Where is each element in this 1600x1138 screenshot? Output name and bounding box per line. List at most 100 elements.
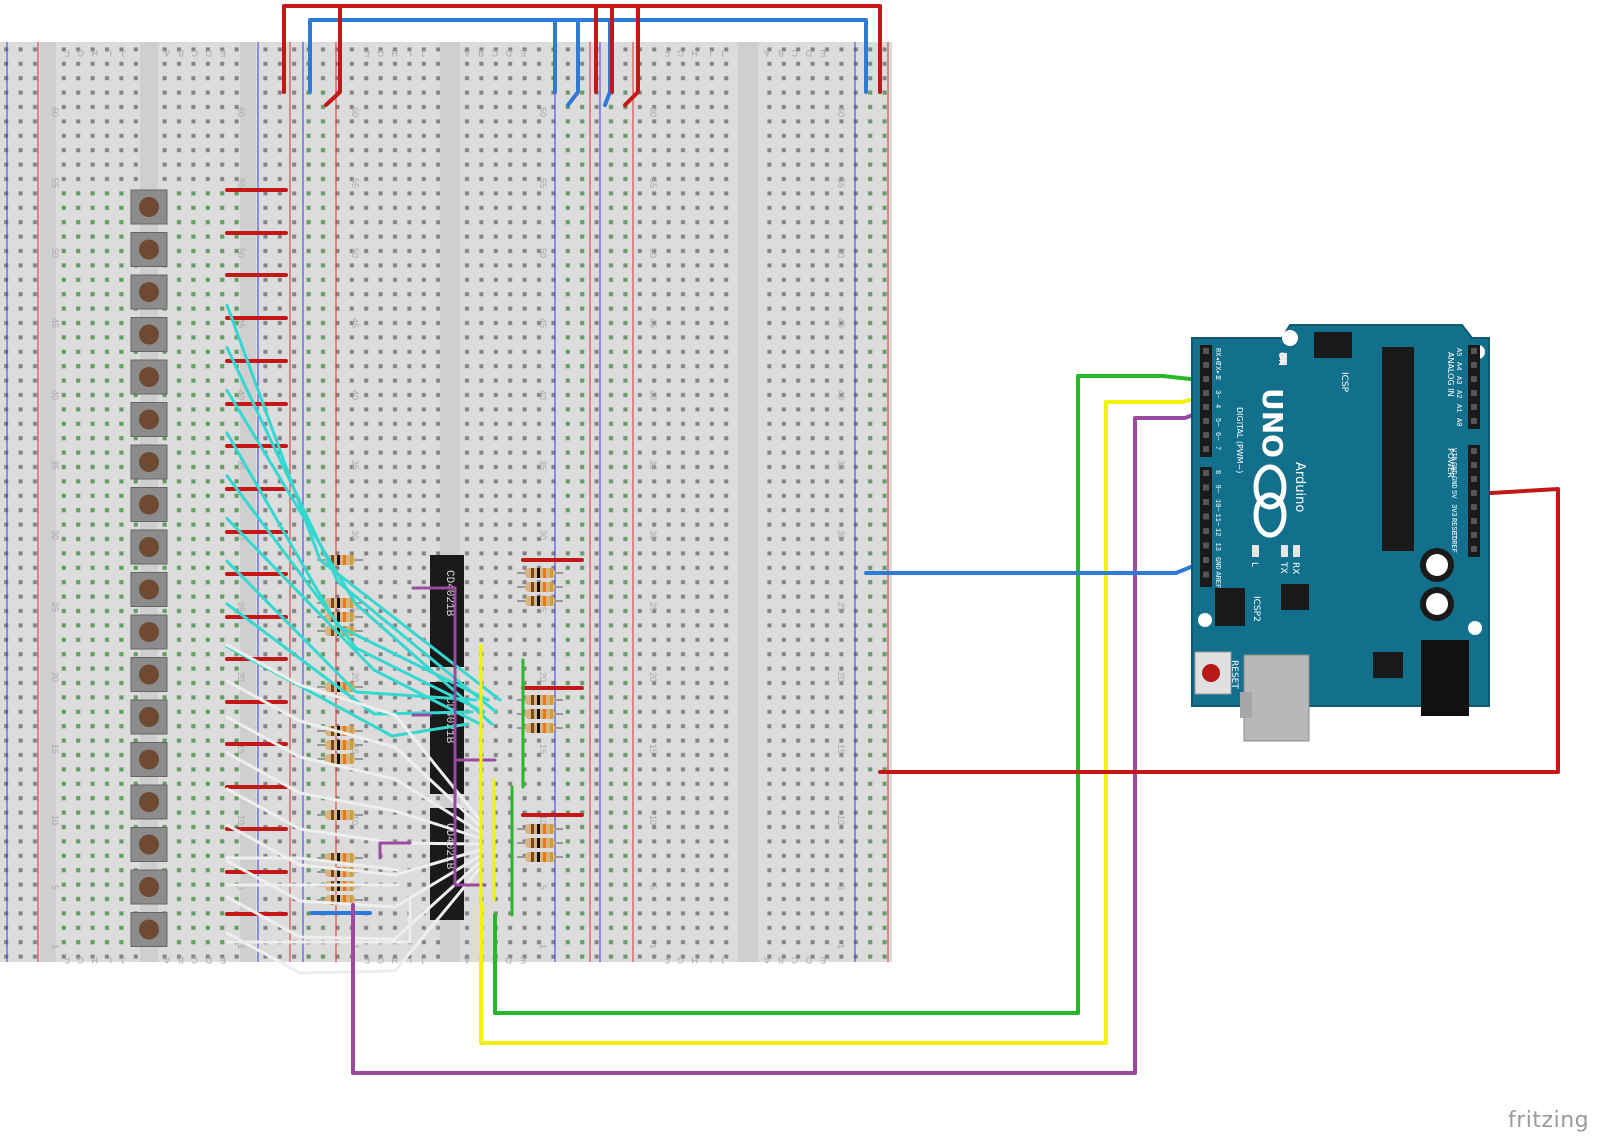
wire — [351, 407, 1210, 1075]
wire — [493, 374, 1210, 1015]
pin-label: 10~ — [1213, 499, 1221, 512]
row-number-label: 25 — [648, 602, 658, 612]
column-letter-label: D — [505, 955, 512, 965]
microcontroller — [1382, 347, 1414, 551]
column-letter-label: G — [77, 955, 84, 965]
column-letter-label: G — [377, 955, 384, 965]
row-number-label: 30 — [648, 530, 658, 540]
pushbutton — [130, 232, 168, 267]
column-letter-label: D — [505, 48, 512, 58]
row-number-label: 50 — [538, 248, 548, 258]
column-letter-label: B — [778, 955, 784, 965]
wire — [225, 517, 482, 726]
column-letter-label: F — [364, 955, 370, 965]
wire — [378, 841, 412, 860]
chip-1-label: CD4021B — [443, 570, 455, 617]
pushbutton — [130, 487, 168, 522]
breadboard-right — [595, 42, 892, 962]
pin-label: TX▸1 — [1213, 362, 1221, 379]
column-letter-label: H — [92, 48, 99, 58]
wire — [324, 4, 342, 107]
wire — [225, 643, 482, 822]
resistor — [517, 838, 563, 848]
column-letter-label: B — [178, 955, 184, 965]
column-letter-label: H — [392, 955, 399, 965]
row-number-label: 35 — [50, 460, 60, 470]
pin-label: A3 — [1454, 376, 1462, 384]
wire — [225, 679, 482, 828]
row-number-label: 15 — [50, 744, 60, 754]
pushbutton — [130, 402, 168, 437]
row-number-label: 55 — [648, 178, 658, 188]
row-number-label: 55 — [836, 178, 846, 188]
reset-label: RESET — [1229, 660, 1239, 689]
power-header — [1468, 445, 1480, 557]
column-letter-label: B — [178, 48, 184, 58]
row-number-label: 15 — [836, 744, 846, 754]
wire — [225, 856, 400, 872]
column-letter-label: J — [122, 955, 127, 965]
wire — [225, 898, 412, 944]
row-number-label: 40 — [350, 390, 360, 400]
chip-2-label: CD4021B — [443, 697, 455, 744]
column-letter-label: E — [220, 48, 226, 58]
column-letter-label: D — [205, 48, 212, 58]
wire — [225, 854, 482, 909]
column-letter-label: B — [478, 48, 484, 58]
pin-label: GND — [1449, 476, 1457, 489]
resistor — [517, 596, 563, 606]
column-letter-label: J — [422, 48, 427, 58]
column-letter-label: I — [709, 955, 712, 965]
row-number-label: 20 — [350, 672, 360, 682]
column-letter-label: A — [464, 955, 470, 965]
row-number-label: 20 — [236, 672, 246, 682]
resistor — [317, 754, 363, 764]
column-letter-label: G — [77, 48, 84, 58]
arduino-logo — [1253, 464, 1287, 538]
column-letter-label: G — [677, 48, 684, 58]
column-letter-label: D — [805, 48, 812, 58]
row-number-label: 25 — [538, 602, 548, 612]
uno-model: UNO — [1256, 388, 1289, 458]
column-letter-label: A — [464, 48, 470, 58]
wire — [225, 860, 482, 941]
column-letter-label: A — [764, 955, 770, 965]
pin-label: RX◂0 — [1213, 348, 1221, 365]
row-number-label: 35 — [648, 460, 658, 470]
row-number-label: 50 — [350, 248, 360, 258]
row-number-label: 35 — [350, 460, 360, 470]
wire — [623, 4, 640, 107]
pushbutton — [130, 912, 168, 947]
row-number-label: 5 — [648, 885, 658, 890]
row-number-label: 25 — [236, 602, 246, 612]
pin-label: 5~ — [1213, 418, 1221, 426]
column-letter-label: I — [109, 955, 112, 965]
row-number-label: 10 — [648, 815, 658, 825]
pin-label: AREF — [1213, 572, 1221, 589]
row-number-label: 55 — [236, 178, 246, 188]
column-letter-label: G — [377, 48, 384, 58]
arduino-brand: Arduino — [1292, 462, 1307, 512]
column-letter-label: F — [664, 955, 670, 965]
row-number-label: 30 — [538, 530, 548, 540]
rx-label: RX — [1290, 562, 1300, 574]
column-letter-label: J — [722, 48, 727, 58]
pin-label: A5 — [1454, 348, 1462, 356]
row-number-label: 1 — [538, 944, 548, 949]
row-number-label: 5 — [350, 885, 360, 890]
row-number-label: 1 — [50, 944, 60, 949]
row-number-label: 45 — [648, 318, 658, 328]
column-letter-label: F — [664, 48, 670, 58]
row-number-label: 60 — [50, 107, 60, 117]
resistor — [517, 709, 563, 719]
wire — [878, 487, 1560, 774]
wire — [225, 559, 478, 702]
pin-label: 12 — [1213, 528, 1221, 536]
wire — [225, 602, 474, 716]
active-holes — [60, 90, 888, 960]
column-letter-label: H — [92, 955, 99, 965]
pushbutton — [130, 657, 168, 692]
row-number-label: 10 — [836, 815, 846, 825]
row-number-label: 15 — [538, 744, 548, 754]
wire — [225, 751, 482, 840]
